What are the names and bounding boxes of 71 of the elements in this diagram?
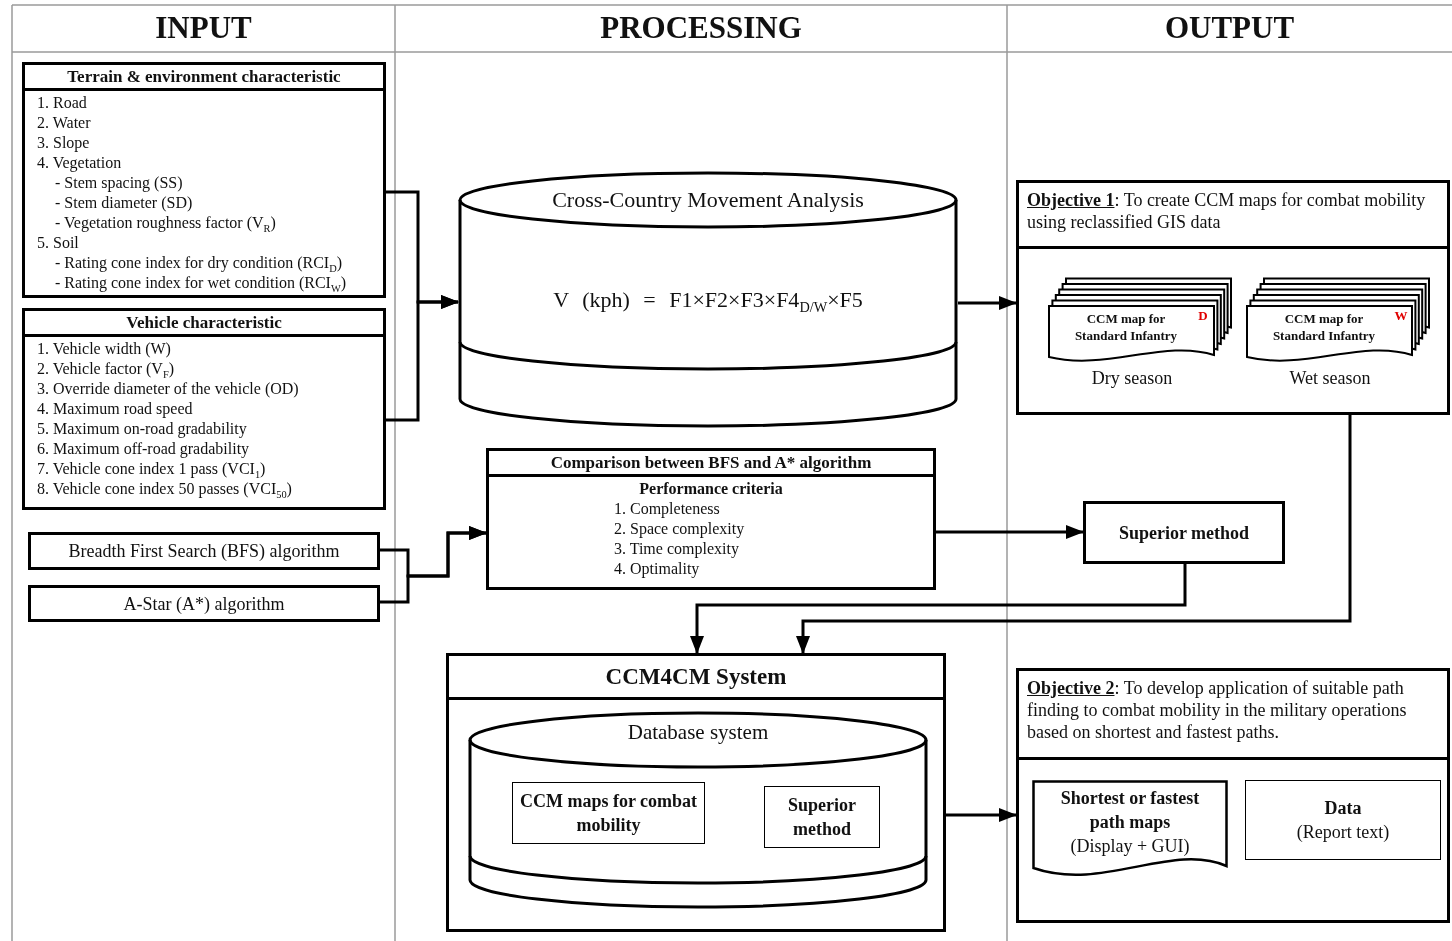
season-marker: D bbox=[1197, 308, 1209, 324]
column-header: PROCESSING bbox=[599, 9, 803, 47]
box-heading: Terrain & environment characteristic bbox=[25, 65, 383, 91]
arrow bbox=[796, 415, 1352, 654]
box-text: Superior method bbox=[787, 794, 857, 841]
arrow bbox=[386, 295, 459, 422]
box-text: CCM maps for combat mobility bbox=[518, 790, 699, 837]
list-item: - Stem diameter (SD) bbox=[54, 193, 194, 213]
list-item: 2. Water bbox=[36, 113, 92, 133]
document-text: CCM map for Standard Infantry bbox=[1271, 310, 1377, 344]
list-item: 7. Vehicle cone index 1 pass (VCI$_{1}$) bbox=[36, 459, 267, 482]
arrow bbox=[958, 296, 1017, 310]
objective-panel bbox=[1016, 668, 1450, 923]
list-item: 4. Vegetation bbox=[36, 153, 123, 173]
list-item: 1. Vehicle width (W) bbox=[36, 339, 172, 359]
input-box bbox=[22, 308, 386, 510]
season-marker: W bbox=[1394, 308, 1408, 324]
list-item: 6. Maximum off-road gradability bbox=[36, 439, 251, 459]
document-stack bbox=[1246, 278, 1428, 363]
data-box bbox=[512, 782, 705, 844]
document-text: (Display + GUI) bbox=[1069, 835, 1191, 858]
box-text: Data bbox=[1323, 797, 1363, 820]
system-panel bbox=[446, 653, 946, 932]
document-text: Shortest or fastest path maps bbox=[1059, 787, 1201, 834]
column-header: OUTPUT bbox=[1163, 9, 1296, 47]
input-box bbox=[22, 62, 386, 298]
list-item: 8. Vehicle cone index 50 passes (VCI$_{50}$) bbox=[36, 479, 293, 503]
list-item: 4. Optimality bbox=[613, 559, 701, 579]
objective-text: Objective 1: To create CCM maps for combat mobility using reclassified GIS data bbox=[1019, 183, 1447, 249]
document-stack bbox=[1048, 278, 1230, 363]
list-item: 3. Time complexity bbox=[613, 539, 740, 559]
list-item: - Rating cone index for wet condition (RCI$_{W}$) bbox=[54, 273, 348, 297]
season-label: Wet season bbox=[1288, 367, 1372, 389]
list-item: 1. Road bbox=[36, 93, 88, 113]
cylinder-title: Cross-Country Movement Analysis bbox=[551, 186, 865, 214]
box-heading: CCM4CM System bbox=[449, 656, 943, 700]
box-heading: Vehicle characteristic bbox=[25, 311, 383, 337]
box-text: A-Star (A*) algorithm bbox=[122, 592, 286, 616]
list-item: - Rating cone index for dry condition (RCI$_{D}$) bbox=[54, 253, 343, 276]
list-item: 5. Soil bbox=[36, 233, 80, 253]
criteria-heading: Performance criteria bbox=[638, 479, 784, 499]
list-item: 5. Maximum on-road gradability bbox=[36, 419, 248, 439]
list-item: 3. Override diameter of the vehicle (OD) bbox=[36, 379, 300, 399]
box-text: Superior method bbox=[1117, 521, 1251, 545]
list-item: 1. Completeness bbox=[613, 499, 721, 519]
list-item: - Vegetation roughness factor (V$_{R}$) bbox=[54, 213, 277, 236]
cylinder-title: Database system bbox=[626, 719, 770, 745]
objective-text: Objective 2: To develop application of suitable path finding to combat mobility in the military operations based on shortest and fastest paths. bbox=[1019, 671, 1447, 760]
algorithm-box bbox=[28, 532, 380, 570]
arrow bbox=[936, 525, 1084, 539]
data-box bbox=[764, 786, 880, 848]
result-box bbox=[1083, 501, 1285, 564]
box-heading: Comparison between BFS and A* algorithm bbox=[489, 451, 933, 477]
algorithm-box bbox=[28, 585, 380, 622]
list-item: 4. Maximum road speed bbox=[36, 399, 194, 419]
output-box bbox=[1245, 780, 1441, 860]
list-item: 3. Slope bbox=[36, 133, 91, 153]
box-text: (Report text) bbox=[1295, 821, 1391, 844]
column-header: INPUT bbox=[154, 9, 253, 47]
list-item: 2. Vehicle factor (V$_{F}$) bbox=[36, 359, 175, 382]
document-text: CCM map for Standard Infantry bbox=[1073, 310, 1179, 344]
box-text: Breadth First Search (BFS) algorithm bbox=[67, 540, 341, 563]
arrow bbox=[690, 564, 1187, 654]
list-item: - Stem spacing (SS) bbox=[54, 173, 184, 193]
arrow bbox=[380, 526, 487, 604]
season-label: Dry season bbox=[1090, 367, 1174, 389]
formula: V (kph) = F1×F2×F3×F4$_{D/W}$×F5 bbox=[552, 286, 864, 318]
objective-panel bbox=[1016, 180, 1450, 415]
arrow bbox=[946, 808, 1017, 822]
list-item: 2. Space complexity bbox=[613, 519, 746, 539]
process-box bbox=[486, 448, 936, 590]
